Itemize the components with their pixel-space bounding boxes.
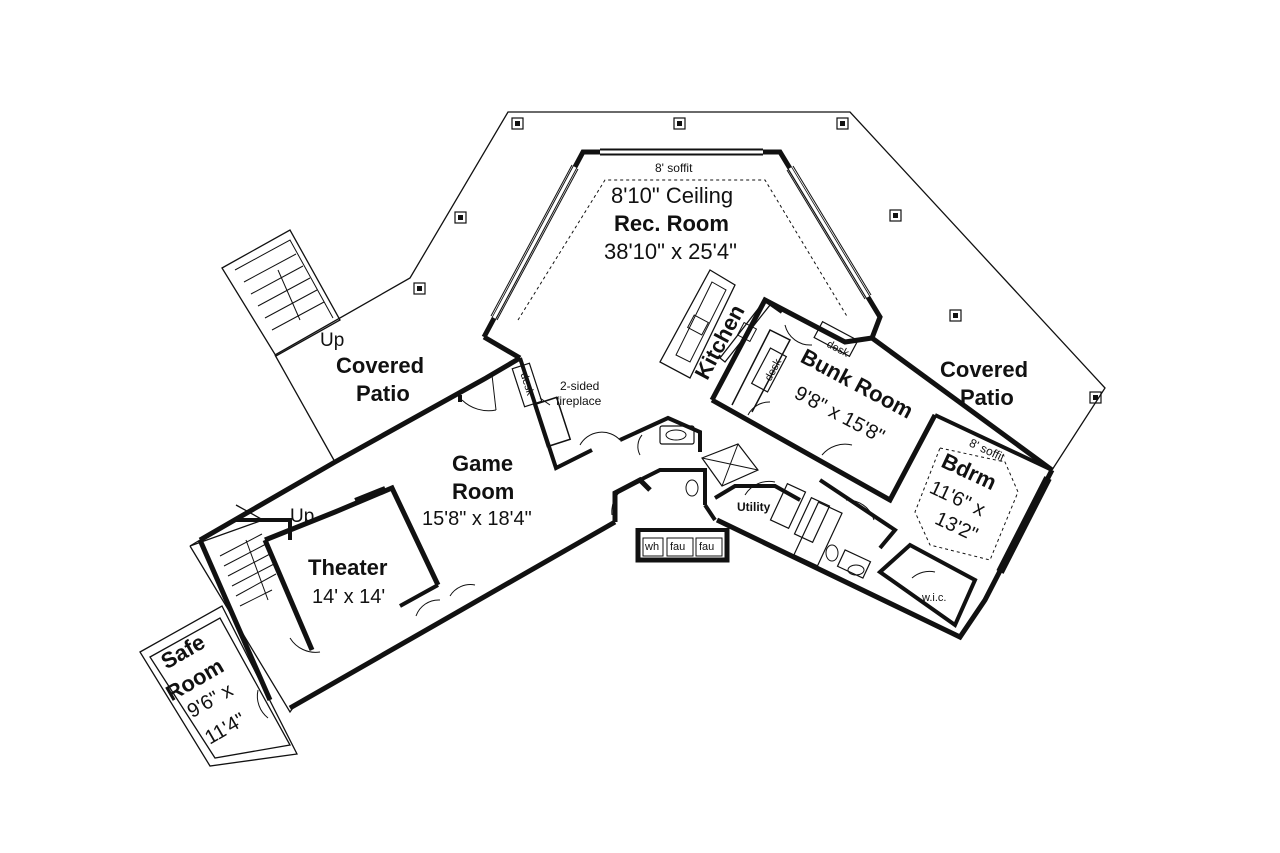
- kitchen-counter: [719, 299, 771, 363]
- toilet: [685, 479, 699, 497]
- rec-room-name: Rec. Room: [614, 211, 729, 236]
- rec-room-size: 38'10" x 25'4": [604, 239, 737, 264]
- exterior-wall: [612, 476, 652, 522]
- fau-2-label: fau: [699, 541, 715, 553]
- bunk-room-wall: [709, 296, 873, 402]
- bunk-desk: [750, 347, 788, 393]
- utility-label: Utility: [737, 500, 771, 514]
- walk-in-closet: [876, 542, 978, 629]
- fireplace-wall: [518, 357, 593, 471]
- fireplace-note-line2: fireplace: [556, 394, 602, 408]
- rec-room-wall: [482, 334, 522, 361]
- fireplace-note-line1: 2-sided: [560, 379, 600, 393]
- right-patio-line2: Patio: [960, 385, 1014, 410]
- right-patio-line1: Covered: [940, 357, 1029, 382]
- sink: [659, 425, 695, 445]
- mechanical-room: [636, 528, 729, 562]
- exterior-wall: [288, 519, 617, 711]
- game-room-line1: Game: [452, 451, 514, 476]
- exterior-wall: [870, 335, 1054, 473]
- game-room-size: 15'8" x 18'4": [422, 508, 532, 530]
- upper-patio-outline: [274, 111, 1106, 471]
- theater-wall: [264, 484, 441, 587]
- game-room-line2: Room: [452, 479, 515, 504]
- fau-1-label: fau: [670, 541, 686, 553]
- wic-label: w.i.c.: [922, 592, 947, 604]
- bedroom-soffit: [914, 447, 1019, 561]
- sink: [836, 549, 872, 579]
- theater-size: 14' x 14': [312, 586, 386, 608]
- patio-post: [413, 117, 1102, 404]
- patio-stairs: [221, 229, 341, 357]
- bathtub: [793, 501, 843, 567]
- rec-desk: [511, 362, 543, 408]
- rec-room-ceiling: 8'10" Ceiling: [611, 183, 734, 208]
- theater-name: Theater: [308, 555, 388, 580]
- kitchen-island: [659, 269, 736, 379]
- water-heater-label: wh: [645, 541, 660, 553]
- stair-up-bottom: Up: [290, 506, 315, 527]
- patio-edge: [274, 354, 336, 463]
- theater-wall: [262, 539, 315, 651]
- left-patio-line2: Patio: [356, 381, 410, 406]
- stair-up-top: Up: [320, 330, 345, 351]
- bunk-room-wall: [710, 397, 938, 504]
- exterior-wall: [198, 355, 522, 543]
- toilet: [825, 544, 839, 562]
- bunk-desk: [813, 320, 859, 358]
- safe-room-outline: [139, 605, 298, 767]
- left-patio-line1: Covered: [336, 353, 425, 378]
- rec-soffit-note: 8' soffit: [655, 161, 693, 175]
